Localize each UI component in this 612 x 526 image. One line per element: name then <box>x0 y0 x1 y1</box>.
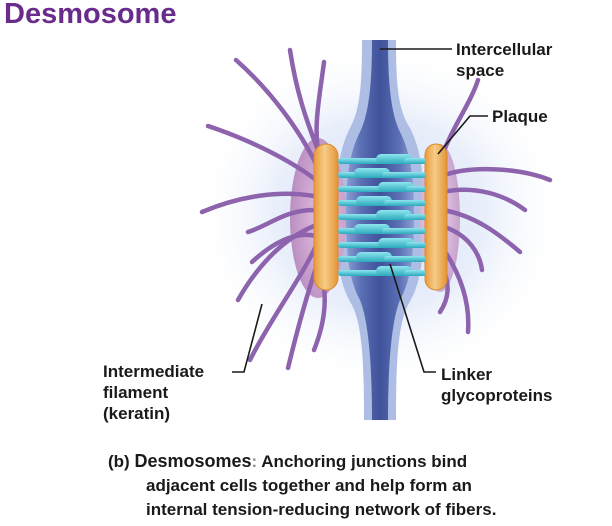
left-plaque <box>313 143 339 291</box>
filament <box>287 47 321 153</box>
filament <box>247 243 319 363</box>
linker-row <box>338 168 426 178</box>
caption-prefix: (b) <box>108 452 130 471</box>
filament <box>199 191 317 215</box>
linker-row <box>338 196 426 206</box>
right-plaque <box>424 143 448 291</box>
linker-row <box>338 224 426 234</box>
filament <box>245 207 317 235</box>
leader-linker <box>389 263 436 373</box>
caption-term: Desmosomes <box>134 451 252 471</box>
filament <box>235 223 317 303</box>
linker-row <box>338 238 426 248</box>
caption-line-1: Anchoring junctions bind <box>261 452 468 471</box>
filament <box>439 207 523 255</box>
linker-row <box>338 154 426 164</box>
leader-intermediate <box>232 303 263 373</box>
page-title: Desmosome <box>4 0 177 30</box>
linker-row <box>338 266 426 276</box>
linker-glycoproteins <box>338 154 426 276</box>
label-intercellular-space: Intercellular space <box>456 40 553 80</box>
filament <box>439 223 485 273</box>
filament <box>205 123 319 183</box>
linker-row <box>338 252 426 262</box>
figure-caption: (b) Desmosomes: Anchoring junctions bind… <box>108 449 608 522</box>
caption-line-3: internal tension-reducing network of fib… <box>146 500 497 519</box>
linker-row <box>338 210 426 220</box>
intermediate-filaments <box>199 47 553 371</box>
filament <box>233 57 321 171</box>
leader-lines <box>232 48 488 373</box>
caption-colon: : <box>251 452 258 471</box>
leader-plaque <box>437 115 488 155</box>
filament <box>249 232 319 265</box>
label-linker-glycoproteins: Linker glycoproteins <box>441 365 553 405</box>
filament <box>439 166 553 183</box>
label-intermediate-filament: Intermediate filament (keratin) <box>103 362 205 423</box>
caption-line-2: adjacent cells together and help form an <box>146 476 472 495</box>
linker-row <box>338 182 426 192</box>
filament <box>439 187 528 213</box>
label-plaque: Plaque <box>492 107 548 126</box>
